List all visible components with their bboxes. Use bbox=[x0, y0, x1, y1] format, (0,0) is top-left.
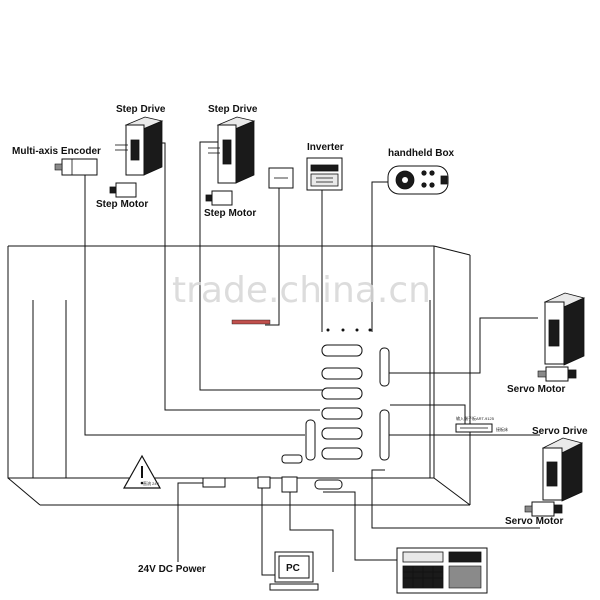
step-drive-2 bbox=[208, 116, 256, 184]
internal-wiring bbox=[32, 141, 540, 576]
step-motor-1-label: Step Motor bbox=[96, 199, 148, 210]
watermark-text: trade.china.cn bbox=[172, 270, 431, 311]
pc-monitor-icon bbox=[269, 551, 319, 591]
servo-drive-unit bbox=[541, 437, 584, 502]
servo-motor-2-unit bbox=[524, 501, 563, 517]
pc-label: PC bbox=[286, 563, 300, 574]
servo-motor-1-unit bbox=[537, 366, 577, 382]
inverter bbox=[306, 157, 343, 191]
step-drive-2-label: Step Drive bbox=[208, 104, 258, 115]
servo-motor-1-label: Servo Motor bbox=[507, 384, 565, 395]
cnc-controller-panel-icon bbox=[396, 547, 488, 594]
warning-triangle-icon bbox=[122, 454, 162, 489]
warning-text: 直流 24V bbox=[143, 480, 160, 486]
step-drive-1 bbox=[115, 116, 164, 176]
servo-drive-top bbox=[543, 292, 586, 366]
multi-axis-encoder bbox=[54, 158, 98, 176]
terminal-board-sub: 接板床 bbox=[496, 426, 508, 432]
control-cabinet bbox=[7, 245, 471, 506]
small-module bbox=[268, 167, 294, 189]
terminal-board-label: 输入端子板ART-9125 bbox=[456, 415, 495, 421]
db-connectors bbox=[202, 319, 390, 493]
dc-power-label: 24V DC Power bbox=[138, 564, 206, 575]
servo-motor-2-label: Servo Motor bbox=[505, 516, 563, 527]
servo-drive-label: Servo Drive bbox=[532, 426, 588, 437]
step-motor-1 bbox=[109, 182, 137, 198]
handheld-box-label: handheld Box bbox=[388, 148, 455, 159]
step-motor-2 bbox=[205, 190, 233, 206]
step-motor-2-label: Step Motor bbox=[204, 208, 256, 219]
handheld-box bbox=[387, 165, 449, 195]
inverter-label: Inverter bbox=[307, 142, 344, 153]
terminal-board bbox=[455, 423, 493, 433]
step-drive-1-label: Step Drive bbox=[116, 104, 166, 115]
encoder-label: Multi-axis Encoder bbox=[12, 146, 101, 157]
